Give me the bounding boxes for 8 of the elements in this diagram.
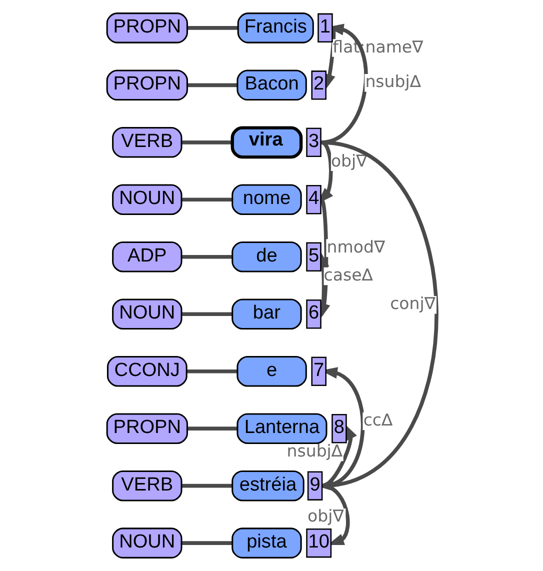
edge-label: nmod∇ bbox=[326, 237, 385, 256]
edge-label: obj∇ bbox=[330, 151, 367, 170]
edge-label: conj∇ bbox=[390, 294, 435, 314]
edge-label: case∆ bbox=[323, 266, 372, 285]
edge-label: nsubj∆ bbox=[364, 72, 420, 92]
edge-label: obj∇ bbox=[307, 506, 344, 526]
edge-label: cc∆ bbox=[362, 410, 392, 430]
edge-label: nsubj∆ bbox=[286, 442, 342, 461]
